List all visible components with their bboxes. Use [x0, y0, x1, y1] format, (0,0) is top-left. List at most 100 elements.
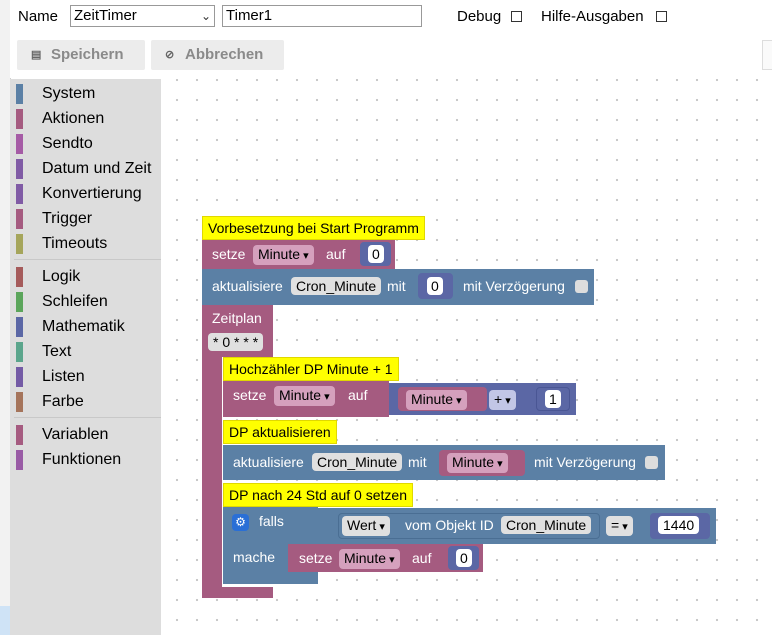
number-zero-field[interactable]: 0: [368, 245, 384, 263]
category-color-swatch: [16, 184, 23, 204]
category-color-swatch: [16, 450, 23, 470]
set-variable-block[interactable]: setze Minute auf 0: [288, 544, 483, 572]
category-label: Aktionen: [42, 110, 105, 127]
toolbox-category[interactable]: Sendto: [10, 131, 161, 156]
cancel-button[interactable]: ⊘ Abbrechen: [151, 40, 284, 70]
category-label: Mathematik: [42, 318, 125, 335]
header-bar: Name ZeitTimer ⌄ Timer1 Debug Hilfe-Ausg…: [10, 0, 772, 34]
schedule-block-spine: [202, 357, 222, 587]
object-id-field[interactable]: Cron_Minute: [312, 453, 403, 471]
script-type-select[interactable]: ZeitTimer ⌄: [70, 5, 215, 27]
comment-block-counter[interactable]: Hochzähler DP Minute + 1: [223, 357, 399, 381]
variable-dropdown[interactable]: Minute: [339, 549, 400, 569]
variable-dropdown[interactable]: Minute: [274, 386, 335, 406]
debug-label: Debug: [457, 8, 502, 25]
toolbox-category[interactable]: Trigger: [10, 206, 161, 231]
number-1440-field[interactable]: 1440: [658, 516, 700, 534]
script-type-value: ZeitTimer: [74, 7, 137, 24]
toolbox-category[interactable]: Mathematik: [10, 314, 161, 339]
toolbox-category[interactable]: Variablen: [10, 422, 161, 447]
toolbox-category[interactable]: Datum und Zeit: [10, 156, 161, 181]
toolbox-category[interactable]: Text: [10, 339, 161, 364]
name-label: Name: [18, 8, 59, 25]
comment-block-reset[interactable]: DP nach 24 Std auf 0 setzen: [223, 483, 413, 507]
setze-label: setze: [212, 246, 246, 262]
script-name-input[interactable]: Timer1: [222, 5, 422, 27]
debug-checkbox[interactable]: [511, 11, 522, 22]
auf-label: auf: [348, 387, 368, 403]
mache-label: mache: [233, 549, 276, 565]
auf-label: auf: [412, 550, 432, 566]
comparison-operator-dropdown[interactable]: =: [606, 516, 633, 536]
extra-toolbar-button[interactable]: [762, 40, 772, 70]
toolbox-category[interactable]: Timeouts: [10, 231, 161, 256]
schedule-block-header[interactable]: Zeitplan * 0 * * *: [202, 305, 273, 357]
category-color-swatch: [16, 84, 23, 104]
category-label: Schleifen: [42, 293, 108, 310]
category-color-swatch: [16, 267, 23, 287]
cancel-button-label: Abbrechen: [185, 46, 264, 63]
chevron-down-icon: ⌄: [200, 9, 211, 23]
mit-label: mit: [387, 278, 406, 294]
toolbox-category[interactable]: Logik: [10, 264, 161, 289]
number-zero-field[interactable]: 0: [456, 549, 472, 567]
compare-block[interactable]: Wert vom Objekt ID Cron_Minute = 1440: [318, 508, 716, 544]
help-output-checkbox[interactable]: [656, 11, 667, 22]
blockly-workspace[interactable]: Vorbesetzung bei Start Programm setze Mi…: [161, 79, 772, 635]
delay-checkbox[interactable]: [575, 280, 588, 293]
toolbox-separator: [14, 417, 161, 418]
category-color-swatch: [16, 159, 23, 179]
set-variable-block[interactable]: setze Minute auf 0: [202, 240, 395, 269]
value-attribute-dropdown[interactable]: Wert: [342, 516, 390, 536]
toolbox-category[interactable]: System: [10, 81, 161, 106]
variable-dropdown[interactable]: Minute: [406, 390, 467, 410]
toolbox-category[interactable]: Aktionen: [10, 106, 161, 131]
setze-label: setze: [233, 387, 267, 403]
toolbox-category[interactable]: Farbe: [10, 389, 161, 414]
save-icon: ▤: [31, 49, 42, 61]
category-label: System: [42, 85, 96, 102]
number-zero-field[interactable]: 0: [427, 277, 443, 295]
comment-block-init[interactable]: Vorbesetzung bei Start Programm: [202, 216, 425, 240]
vom-objekt-id-label: vom Objekt ID: [405, 517, 494, 533]
category-label: Text: [42, 343, 72, 360]
save-button-label: Speichern: [51, 46, 124, 63]
category-label: Logik: [42, 268, 81, 285]
comment-block-update[interactable]: DP aktualisieren: [223, 420, 337, 444]
category-color-swatch: [16, 317, 23, 337]
category-color-swatch: [16, 342, 23, 362]
save-button[interactable]: ▤ Speichern: [17, 40, 145, 70]
category-color-swatch: [16, 367, 23, 387]
zeitplan-label: Zeitplan: [212, 310, 262, 326]
category-color-swatch: [16, 134, 23, 154]
category-color-swatch: [16, 109, 23, 129]
left-edge-selected-marker: [0, 606, 10, 635]
setze-label: setze: [299, 550, 333, 566]
toolbox-category[interactable]: Schleifen: [10, 289, 161, 314]
update-state-block[interactable]: aktualisiere Cron_Minute mit 0 mit Verzö…: [202, 269, 594, 305]
variable-dropdown[interactable]: Minute: [253, 245, 314, 265]
delay-checkbox[interactable]: [645, 456, 658, 469]
category-label: Listen: [42, 368, 85, 385]
arithmetic-block[interactable]: Minute + 1: [389, 383, 576, 415]
cron-expression-field[interactable]: * 0 * * *: [208, 333, 264, 351]
object-id-field[interactable]: Cron_Minute: [291, 277, 382, 295]
if-block-footer: [223, 572, 318, 584]
schedule-block-footer: [202, 587, 273, 598]
variable-dropdown[interactable]: Minute: [447, 453, 508, 473]
operator-dropdown[interactable]: +: [489, 390, 516, 410]
category-label: Timeouts: [42, 235, 108, 252]
mit-verzoegerung-label: mit Verzögerung: [463, 278, 565, 294]
mit-verzoegerung-label: mit Verzögerung: [534, 454, 636, 470]
update-state-block[interactable]: aktualisiere Cron_Minute mit Minute mit …: [223, 445, 665, 480]
falls-label: falls: [259, 513, 284, 529]
toolbox-category[interactable]: Listen: [10, 364, 161, 389]
aktualisiere-label: aktualisiere: [212, 278, 283, 294]
gear-icon[interactable]: ⚙: [232, 514, 249, 531]
set-variable-block[interactable]: setze Minute auf: [223, 381, 389, 417]
object-id-field[interactable]: Cron_Minute: [501, 516, 592, 534]
number-one-field[interactable]: 1: [545, 390, 561, 408]
toolbox-category[interactable]: Funktionen: [10, 447, 161, 472]
toolbox-category[interactable]: Konvertierung: [10, 181, 161, 206]
